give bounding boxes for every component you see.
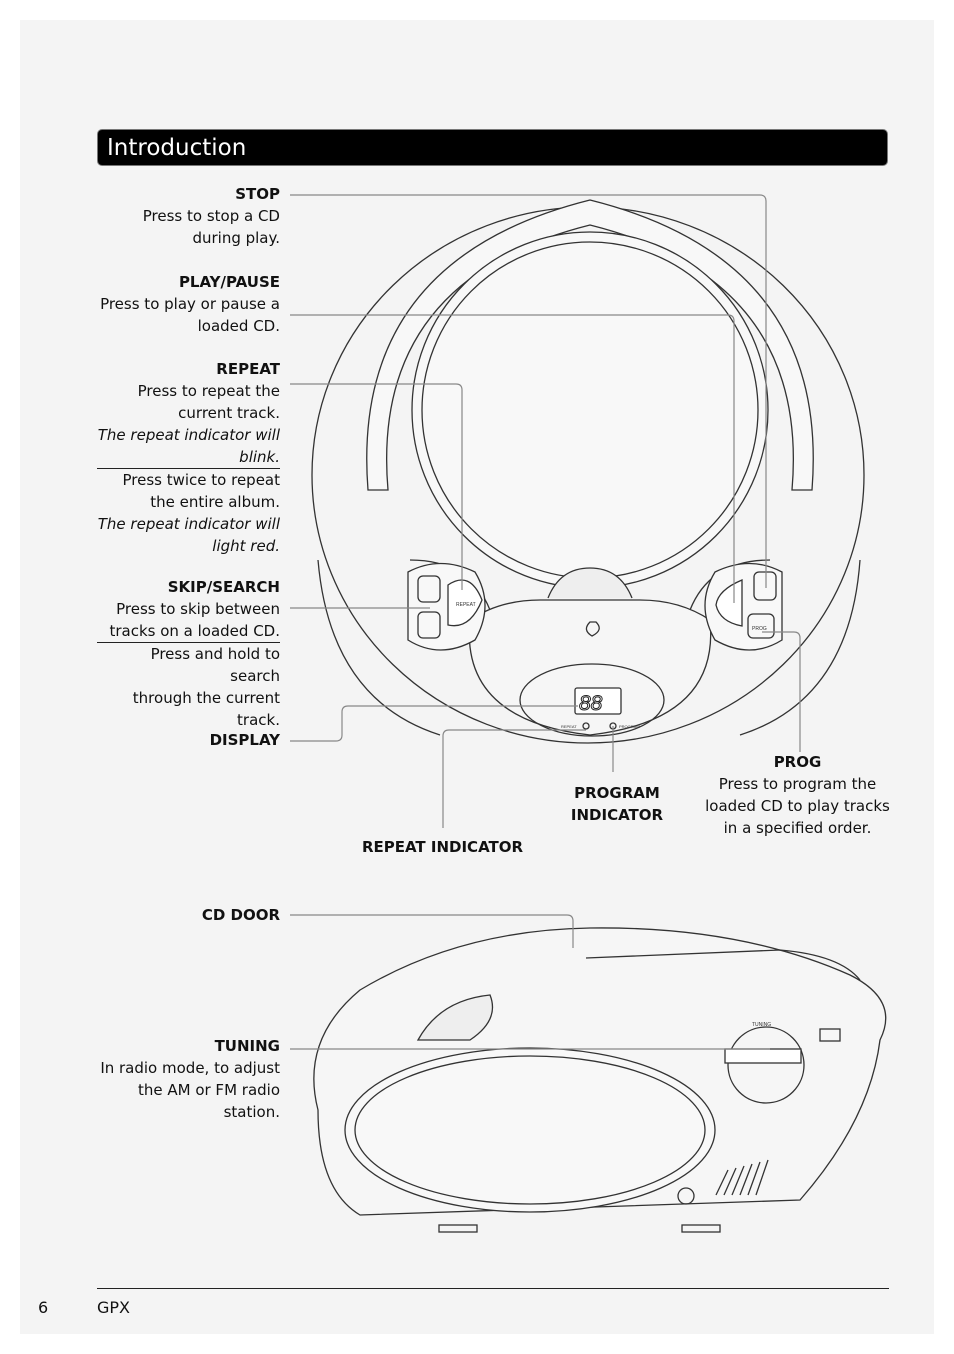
foot-right bbox=[681, 1224, 721, 1233]
skip-search-text-3: Press and hold to search bbox=[97, 642, 280, 687]
section-title: Introduction bbox=[107, 135, 247, 161]
repeat-note-2a: The repeat indicator will bbox=[97, 515, 280, 533]
repeat-text-1: Press to repeat the bbox=[137, 382, 280, 400]
repeat-indicator-heading: REPEAT INDICATOR bbox=[361, 838, 524, 856]
tuning-text-3: station. bbox=[223, 1103, 280, 1121]
tuning-dial-area bbox=[727, 1026, 805, 1104]
display-heading: DISPLAY bbox=[209, 731, 280, 749]
footer-brand: GPX bbox=[97, 1298, 131, 1317]
stop-label: STOP Press to stop a CD during play. bbox=[143, 183, 280, 249]
repeat-button bbox=[447, 579, 483, 627]
display-label: DISPLAY bbox=[210, 729, 280, 751]
lid-release bbox=[547, 567, 633, 599]
side-speaker-grille bbox=[344, 1047, 716, 1213]
program-indicator-heading-1: PROGRAM bbox=[574, 784, 660, 802]
cd-door-label: CD DOOR bbox=[202, 904, 280, 926]
repeat-led-text: REPEAT bbox=[561, 724, 577, 729]
display-screen bbox=[574, 687, 622, 715]
play-pause-text-1: Press to play or pause a bbox=[100, 295, 280, 313]
repeat-indicator-callout-line bbox=[442, 729, 586, 828]
side-jack bbox=[677, 1187, 695, 1205]
tuning-label: TUNING In radio mode, to adjust the AM o… bbox=[100, 1035, 280, 1123]
band-switch bbox=[819, 1028, 841, 1042]
next-button bbox=[417, 575, 441, 603]
skip-search-text-4: through the current bbox=[132, 689, 280, 707]
stop-callout-line bbox=[290, 194, 767, 588]
cd-door-edge bbox=[585, 949, 861, 981]
skip-search-text-1: Press to skip between bbox=[116, 600, 280, 618]
tuning-heading: TUNING bbox=[214, 1037, 280, 1055]
prog-button bbox=[747, 613, 775, 639]
repeat-note-1a: The repeat indicator will bbox=[97, 426, 280, 444]
stop-text-1: Press to stop a CD bbox=[142, 207, 280, 225]
repeat-text-2: current track. bbox=[178, 404, 280, 422]
program-indicator-heading-2: INDICATOR bbox=[570, 806, 664, 824]
repeat-indicator-label: REPEAT INDICATOR bbox=[350, 836, 535, 858]
brand-logo-icon bbox=[585, 621, 600, 637]
tuning-text-2: the AM or FM radio bbox=[137, 1081, 280, 1099]
boombox-lower-rim bbox=[317, 559, 861, 736]
right-button-pod bbox=[704, 562, 783, 651]
stop-heading: STOP bbox=[235, 185, 280, 203]
page-number: 6 bbox=[38, 1298, 49, 1317]
stop-text-2: during play. bbox=[192, 229, 280, 247]
display-digits: 88 bbox=[579, 692, 603, 715]
skip-search-label: SKIP/SEARCH Press to skip between tracks… bbox=[97, 576, 280, 731]
repeat-button-text: REPEAT bbox=[456, 602, 476, 608]
prog-text-2: loaded CD to play tracks bbox=[705, 797, 890, 815]
prog-text-1: Press to program the bbox=[718, 775, 877, 793]
display-window bbox=[519, 663, 665, 737]
program-led-text: PROGRAM bbox=[619, 724, 640, 729]
repeat-label: REPEAT Press to repeat the current track… bbox=[97, 358, 280, 557]
prog-text-3: in a specified order. bbox=[723, 819, 872, 837]
previous-button bbox=[417, 611, 441, 639]
side-speaker-inner bbox=[354, 1055, 706, 1205]
prog-label: PROG Press to program the loaded CD to p… bbox=[700, 751, 895, 839]
play-pause-label: PLAY/PAUSE Press to play or pause a load… bbox=[100, 271, 280, 337]
cd-lid bbox=[411, 231, 769, 589]
program-indicator-label: PROGRAM INDICATOR bbox=[557, 782, 677, 826]
repeat-text-3: Press twice to repeat bbox=[97, 468, 280, 491]
play-pause-button bbox=[715, 579, 743, 627]
repeat-text-4: the entire album. bbox=[150, 493, 280, 511]
repeat-led bbox=[582, 722, 590, 730]
stop-button bbox=[753, 571, 777, 601]
repeat-note-2b: light red. bbox=[212, 537, 280, 555]
prog-heading: PROG bbox=[773, 753, 822, 771]
repeat-callout-line bbox=[290, 383, 463, 590]
foot-left bbox=[438, 1224, 478, 1233]
prog-callout-line bbox=[762, 631, 801, 752]
repeat-note-1b: blink. bbox=[239, 448, 280, 466]
play-pause-callout-line bbox=[290, 314, 735, 603]
repeat-heading: REPEAT bbox=[216, 360, 280, 378]
section-title-bar: Introduction bbox=[97, 129, 888, 166]
side-handle bbox=[416, 994, 494, 1041]
skip-search-text-2: tracks on a loaded CD. bbox=[109, 622, 280, 640]
display-callout-line bbox=[290, 705, 578, 742]
tuning-mark-text: TUNING bbox=[752, 1022, 771, 1028]
tuning-text-1: In radio mode, to adjust bbox=[100, 1059, 280, 1077]
tuning-wheel bbox=[724, 1048, 802, 1064]
prog-button-text: PROG bbox=[752, 626, 767, 632]
cd-door-heading: CD DOOR bbox=[201, 906, 280, 924]
cd-door-callout-line bbox=[290, 914, 574, 948]
vent-slots bbox=[715, 1159, 769, 1196]
play-pause-text-2: loaded CD. bbox=[197, 317, 280, 335]
play-pause-heading: PLAY/PAUSE bbox=[178, 273, 280, 291]
footer-rule bbox=[97, 1288, 889, 1289]
skip-search-text-5: track. bbox=[237, 711, 280, 729]
skip-search-heading: SKIP/SEARCH bbox=[167, 578, 280, 596]
